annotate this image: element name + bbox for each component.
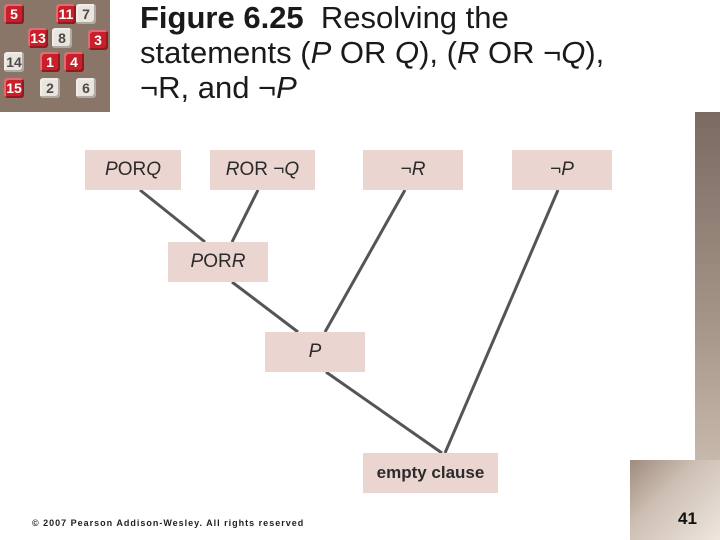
puzzle-tile: 1 (40, 52, 60, 72)
text-segment: R (231, 251, 246, 272)
text-segment: Q (146, 159, 161, 180)
text-segment: ), ( (419, 35, 457, 70)
text-segment: P (105, 159, 118, 180)
node-p-or-r: P OR R (168, 242, 268, 282)
puzzle-tile: 3 (88, 30, 108, 50)
text-segment: ¬ (400, 159, 412, 180)
text-segment: R (456, 35, 480, 70)
edge-n6-n7 (325, 370, 443, 455)
text-segment: OR ¬ (239, 159, 285, 180)
edge-n3-n6 (323, 189, 407, 333)
node-p-or-q: P OR Q (85, 150, 181, 190)
puzzle-tile: 11 (56, 4, 76, 24)
text-segment: Resolving the (320, 0, 509, 35)
text-segment: P (276, 70, 297, 105)
decorative-corner (630, 460, 720, 540)
text-segment: OR (117, 159, 147, 180)
text-segment: Q (394, 35, 420, 70)
title-line-2: statements (P OR Q), (R OR ¬Q), (140, 35, 710, 70)
text-segment: Q (561, 35, 586, 70)
text-segment: ¬ (550, 159, 562, 180)
title-text-1: Resolving the (321, 0, 509, 35)
text-segment: empty clause (376, 463, 485, 482)
text-segment: Q (284, 159, 300, 180)
text-segment: P (561, 159, 574, 180)
puzzle-tile: 14 (4, 52, 24, 72)
edge-n5-n6 (231, 280, 299, 334)
edge-n4-n7 (443, 189, 560, 454)
title-line-1: Figure 6.25 Resolving the (140, 0, 710, 35)
text-segment: OR (331, 35, 395, 70)
text-segment: ), (585, 35, 605, 70)
puzzle-tile: 15 (4, 78, 24, 98)
puzzle-tile: 5 (4, 4, 24, 24)
page-number: 41 (678, 509, 697, 528)
puzzle-tile: 8 (52, 28, 72, 48)
title-line-3: ¬R, and ¬P (140, 70, 710, 105)
text-segment: P (190, 251, 204, 272)
node-not-p: ¬P (512, 150, 612, 190)
puzzle-tile: 4 (64, 52, 84, 72)
text-segment: R (225, 159, 240, 180)
figure-label: Figure 6.25 (140, 0, 304, 35)
node-p: P (265, 332, 365, 372)
node-empty-clause: empty clause (363, 453, 498, 493)
decorative-edge-strip (695, 112, 720, 462)
puzzle-tile: 7 (76, 4, 96, 24)
text-segment: statements ( (140, 35, 311, 70)
node-not-r: ¬R (363, 150, 463, 190)
copyright-footer: © 2007 Pearson Addison-Wesley. All right… (32, 518, 305, 528)
puzzle-tile: 2 (40, 78, 60, 98)
puzzle-tile: 6 (76, 78, 96, 98)
text-segment: P (310, 35, 332, 70)
node-r-or-not-q: R OR ¬Q (210, 150, 315, 190)
text-segment: P (308, 341, 322, 362)
puzzle-tile: 13 (28, 28, 48, 48)
text-segment: OR ¬ (479, 35, 562, 70)
text-segment: ¬R, and ¬ (140, 70, 277, 105)
text-segment: R (411, 159, 426, 180)
edge-n1-n5 (139, 188, 206, 244)
edge-n2-n5 (230, 189, 260, 243)
text-segment: OR (203, 251, 232, 272)
slide-title: Figure 6.25 Resolving the statements (P … (140, 0, 710, 105)
